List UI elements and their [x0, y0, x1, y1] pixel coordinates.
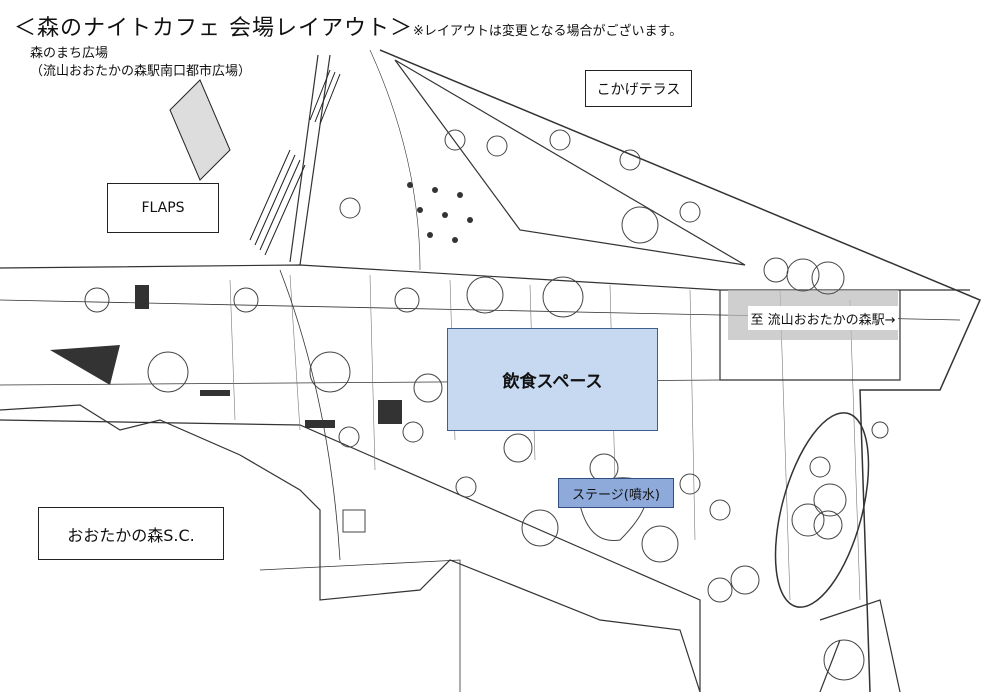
station-direction-label: 至 流山おおたかの森駅→: [748, 306, 898, 330]
flaps-label: FLAPS: [107, 183, 219, 233]
title-text: ＜森のナイトカフェ 会場レイアウト＞: [14, 16, 413, 41]
otakanomori-sc-label: おおたかの森S.C.: [38, 507, 224, 560]
page-title: ＜森のナイトカフェ 会場レイアウト＞※レイアウトは変更となる場合がございます。: [14, 10, 682, 42]
plaza-name: 森のまち広場 （流山おおたかの森駅南口都市広場）: [30, 45, 251, 81]
plaza-name-main: 森のまち広場: [30, 46, 109, 61]
plaza-name-sub: （流山おおたかの森駅南口都市広場）: [30, 64, 252, 79]
layout-change-note: ※レイアウトは変更となる場合がございます。: [413, 24, 683, 39]
stage-fountain-area: ステージ(噴水): [558, 478, 674, 508]
kokage-terrace-label: こかげテラス: [585, 70, 692, 107]
food-space-area: 飲食スペース: [447, 328, 658, 431]
